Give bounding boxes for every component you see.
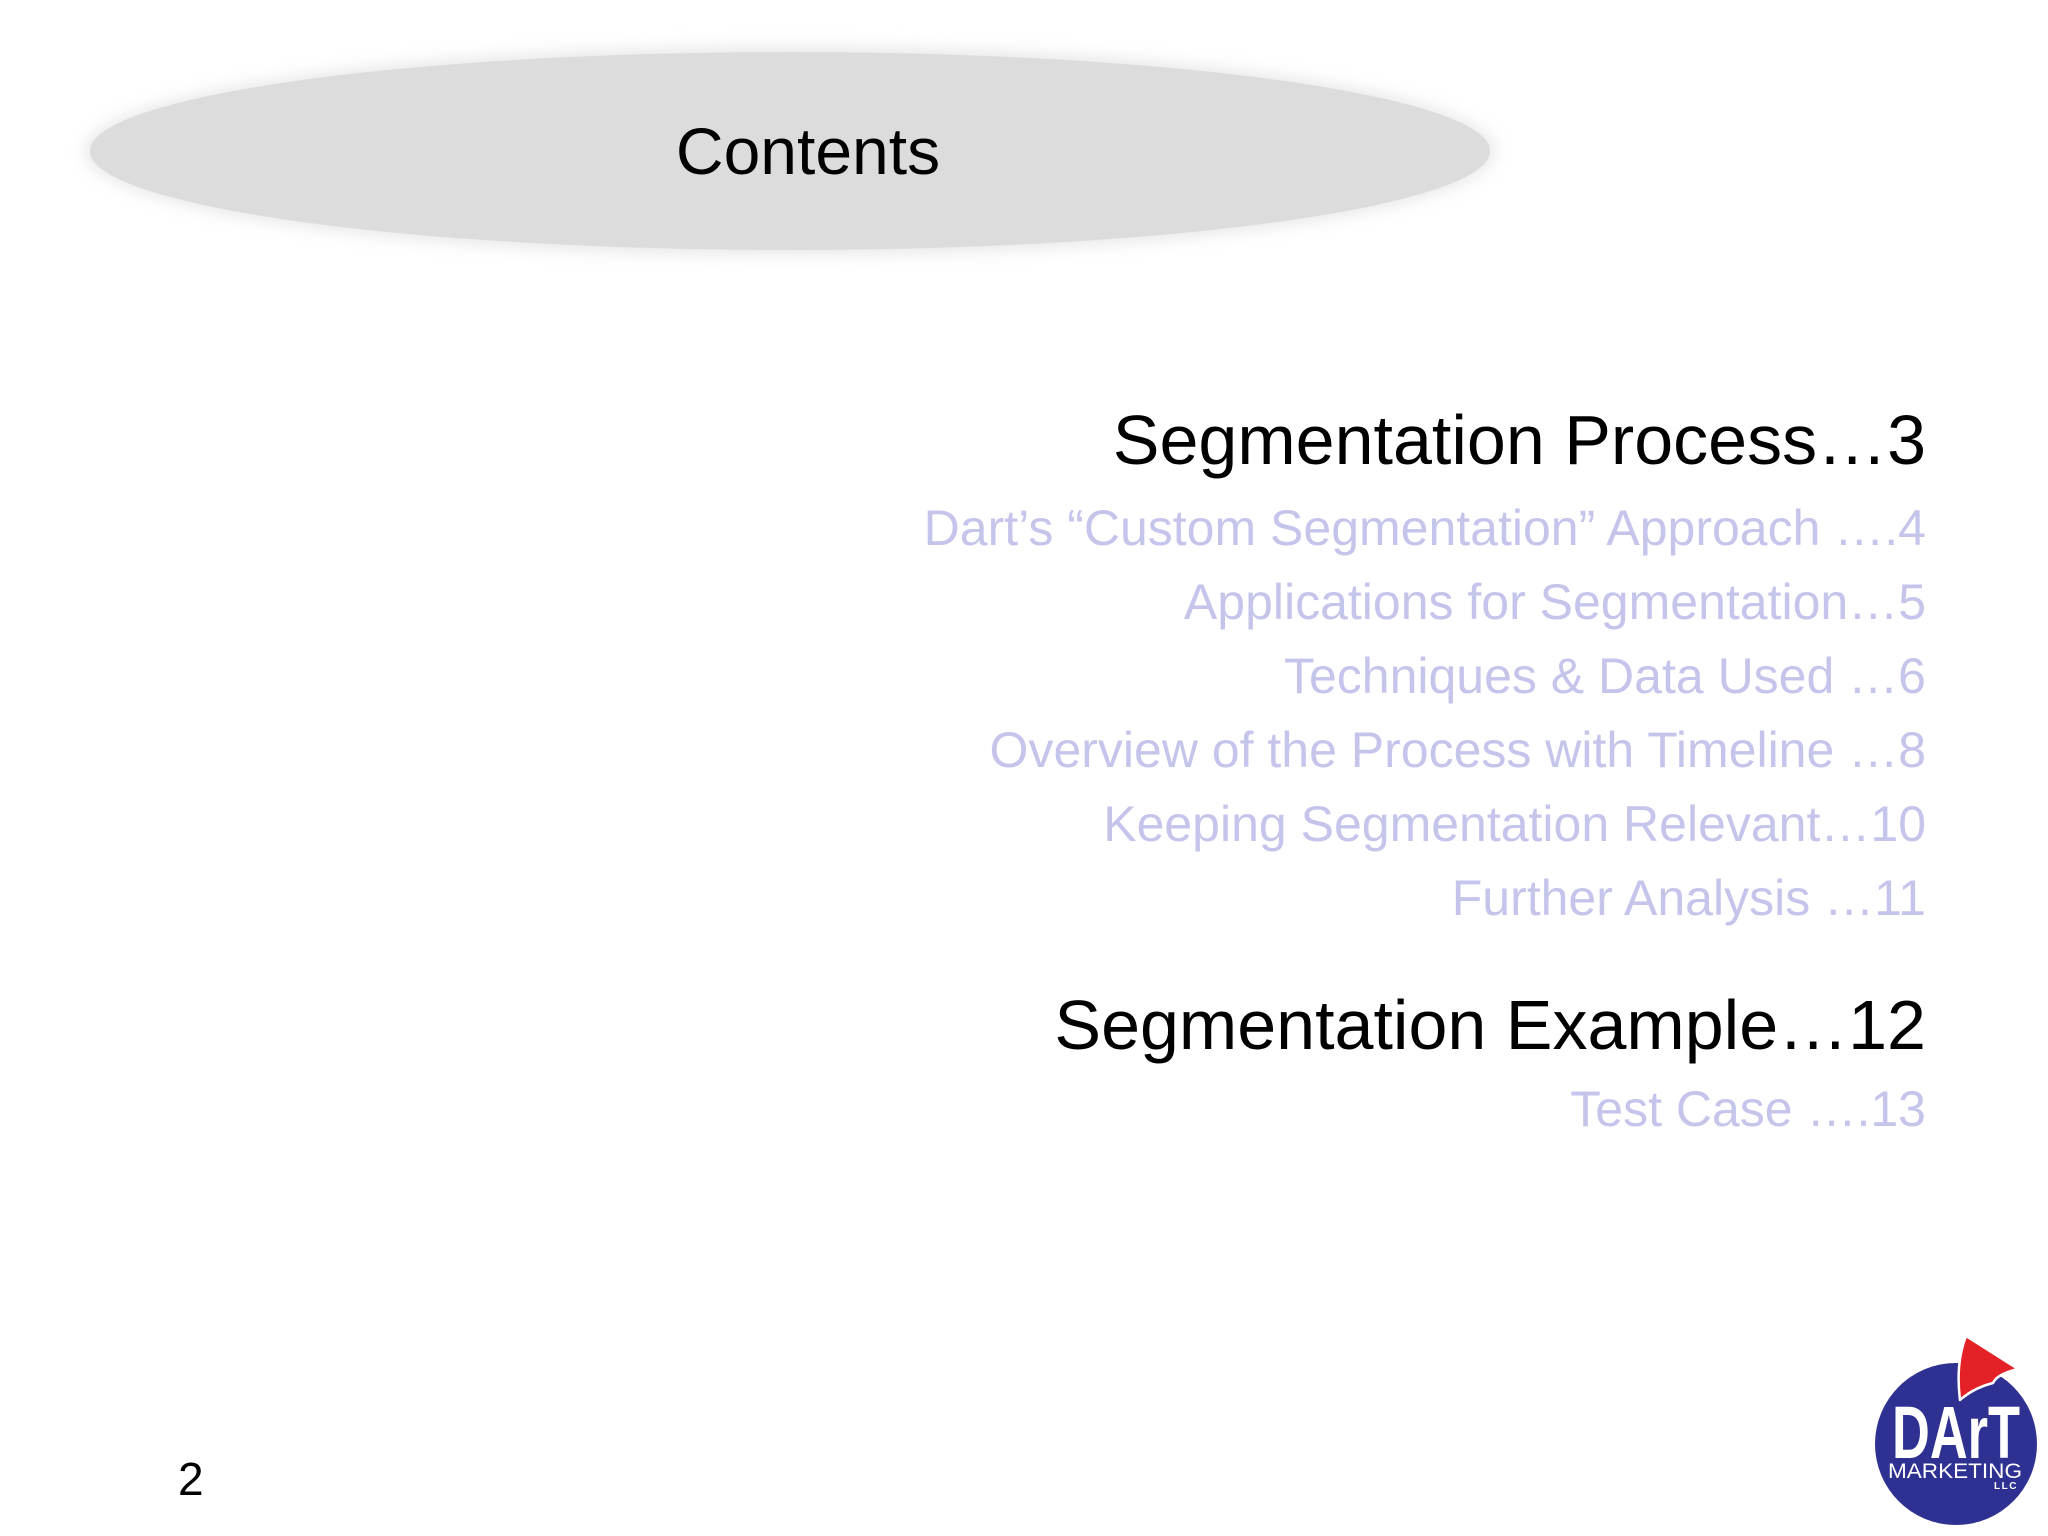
logo-subtitle-text: MARKETING	[1888, 1460, 2022, 1483]
toc-section-heading-2: Segmentation Example…12	[1054, 986, 1926, 1064]
slide-title: Contents	[675, 114, 941, 188]
logo-brand-text: DArT	[1892, 1391, 2020, 1474]
toc-item: Keeping Segmentation Relevant…10	[1103, 796, 1926, 852]
toc-item: Techniques & Data Used …6	[1283, 648, 1926, 704]
toc-section-items-1: Dart’s “Custom Segmentation” Approach ….…	[924, 491, 1926, 935]
table-of-contents: Segmentation Process…3 Dart’s “Custom Se…	[924, 402, 1926, 1146]
toc-section-items-2: Test Case ….13	[924, 1072, 1926, 1146]
logo-suffix-text: LLC	[1994, 1481, 2018, 1492]
dart-marketing-logo: DArT MARKETING LLC	[1875, 1334, 2037, 1525]
toc-item: Further Analysis …11	[1451, 870, 1926, 926]
page-number: 2	[178, 1453, 204, 1505]
toc-item: Dart’s “Custom Segmentation” Approach ….…	[923, 500, 1926, 556]
dart-arrow-icon	[1957, 1334, 2020, 1402]
toc-section-heading-1: Segmentation Process…3	[1112, 401, 1926, 479]
toc-item: Applications for Segmentation…5	[1183, 574, 1926, 630]
toc-item: Overview of the Process with Timeline …8	[989, 722, 1926, 778]
logo-circle	[1875, 1363, 2037, 1525]
toc-item: Test Case ….13	[1570, 1081, 1926, 1137]
title-banner: Contents	[90, 52, 1490, 250]
